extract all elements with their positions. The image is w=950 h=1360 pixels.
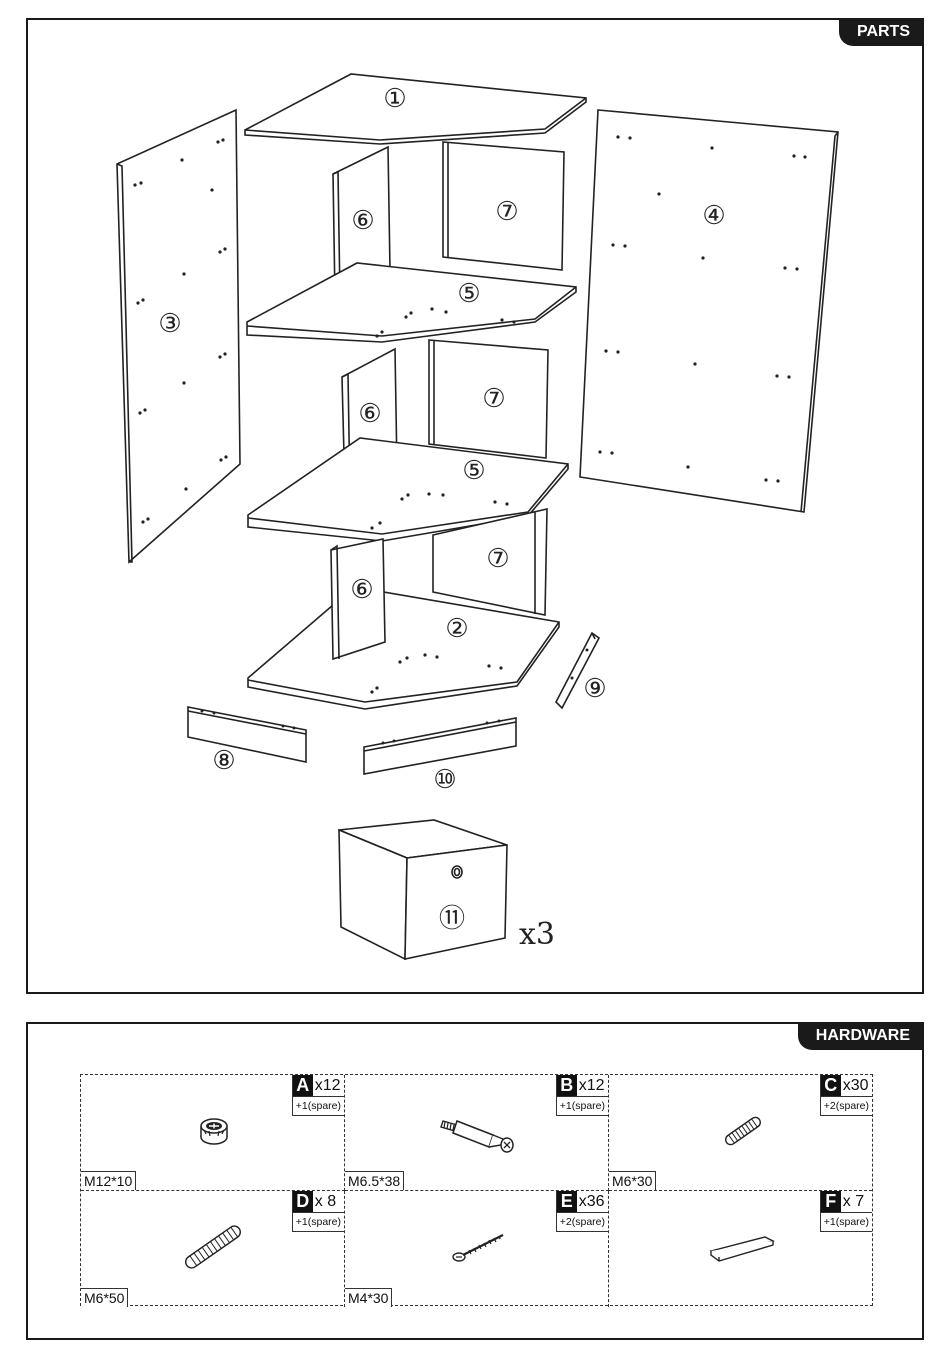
part-7a-label: ⑦ <box>495 197 518 227</box>
large-dowel-icon <box>177 1221 249 1273</box>
hardware-spare-a: +1(spare) <box>293 1097 344 1115</box>
hardware-badge-e: E x36 +2(spare) <box>556 1191 608 1232</box>
hardware-item-e: E x36 +2(spare) M4*30 <box>345 1191 609 1307</box>
hardware-size-c: M6*30 <box>609 1171 656 1190</box>
cam-lock-icon <box>197 1115 233 1147</box>
part-1-label: ① <box>383 84 406 114</box>
cam-bolt-icon <box>437 1109 521 1155</box>
small-dowel-icon <box>717 1113 769 1149</box>
part-1-top: ① <box>245 74 586 144</box>
part-10-kickboard-long: ⑩ <box>364 718 516 795</box>
part-11-fabric-box: ⑪ <box>339 820 507 959</box>
parts-panel: PARTS ③ ① ⑥ <box>26 18 924 994</box>
part-8-label: ⑧ <box>212 746 235 776</box>
hardware-badge-d: D x 8 +1(spare) <box>292 1191 344 1232</box>
hardware-size-b: M6.5*38 <box>345 1171 404 1190</box>
hardware-item-a: A x12 +1(spare) M12*10 <box>81 1075 345 1191</box>
hardware-panel: HARDWARE A x12 +1(spare) M12*10 <box>26 1022 924 1340</box>
part-10-label: ⑩ <box>433 765 456 795</box>
hardware-letter-d: D <box>293 1191 313 1212</box>
hardware-qty-f: x 7 <box>841 1191 867 1212</box>
part-5a-label: ⑤ <box>457 279 480 309</box>
hardware-qty-c: x30 <box>841 1075 872 1096</box>
hardware-badge-b: B x12 +1(spare) <box>556 1075 608 1116</box>
part-11-label: ⑪ <box>439 904 465 934</box>
part-3-left-panel: ③ <box>117 110 240 562</box>
part-3-label: ③ <box>158 309 181 339</box>
hardware-item-c: C x30 +2(spare) M6*30 <box>609 1075 872 1191</box>
hardware-spare-c: +2(spare) <box>821 1097 872 1115</box>
hardware-spare-f: +1(spare) <box>821 1213 872 1231</box>
hardware-letter-e: E <box>557 1191 577 1212</box>
part-2-label: ② <box>445 614 468 644</box>
hardware-item-d: D x 8 +1(spare) M6*50 <box>81 1191 345 1307</box>
hardware-item-b: B x12 +1(spare) M6.5*38 <box>345 1075 609 1191</box>
part-7-back-top: ⑦ <box>443 142 564 270</box>
screw-icon <box>449 1229 509 1265</box>
part-4-label: ④ <box>702 201 725 231</box>
part-6-divider-bottom: ⑥ <box>331 539 385 659</box>
part-5-shelf-upper: ⑤ <box>247 263 576 342</box>
hardware-letter-a: A <box>293 1075 313 1096</box>
part-9-label: ⑨ <box>583 674 606 704</box>
hardware-letter-c: C <box>821 1075 841 1096</box>
hardware-badge-c: C x30 +2(spare) <box>820 1075 872 1116</box>
part-6a-label: ⑥ <box>351 206 374 236</box>
hardware-qty-d: x 8 <box>313 1191 339 1212</box>
part-9-kickboard-short: ⑨ <box>556 633 607 708</box>
hardware-badge-a: A x12 +1(spare) <box>292 1075 344 1116</box>
hardware-size-a: M12*10 <box>81 1171 136 1190</box>
part-7c-label: ⑦ <box>486 544 509 574</box>
parts-diagram: ③ ① ⑥ ⑦ ⑤ <box>28 20 922 992</box>
part-7-back-middle: ⑦ <box>429 340 548 458</box>
part-5b-label: ⑤ <box>462 456 485 486</box>
hardware-size-e: M4*30 <box>345 1288 392 1307</box>
hardware-tab: HARDWARE <box>798 1022 924 1050</box>
hardware-letter-f: F <box>821 1191 841 1212</box>
hardware-letter-b: B <box>557 1075 577 1096</box>
hardware-qty-e: x36 <box>577 1191 608 1212</box>
hardware-item-f: F x 7 +1(spare) <box>609 1191 872 1307</box>
hardware-qty-b: x12 <box>577 1075 608 1096</box>
part-6c-label: ⑥ <box>350 575 373 605</box>
hardware-spare-e: +2(spare) <box>557 1213 608 1231</box>
hardware-qty-a: x12 <box>313 1075 344 1096</box>
part-8-kickboard: ⑧ <box>188 707 306 776</box>
hardware-grid: A x12 +1(spare) M12*10 B <box>80 1074 873 1306</box>
hardware-spare-d: +1(spare) <box>293 1213 344 1231</box>
box-quantity: x3 <box>519 917 555 952</box>
hardware-badge-f: F x 7 +1(spare) <box>820 1191 872 1232</box>
hardware-spare-b: +1(spare) <box>557 1097 608 1115</box>
hardware-size-d: M6*50 <box>81 1288 128 1307</box>
part-4-right-panel: ④ <box>580 110 838 512</box>
part-6b-label: ⑥ <box>358 399 381 429</box>
shim-icon <box>707 1229 777 1265</box>
part-7b-label: ⑦ <box>482 384 505 414</box>
